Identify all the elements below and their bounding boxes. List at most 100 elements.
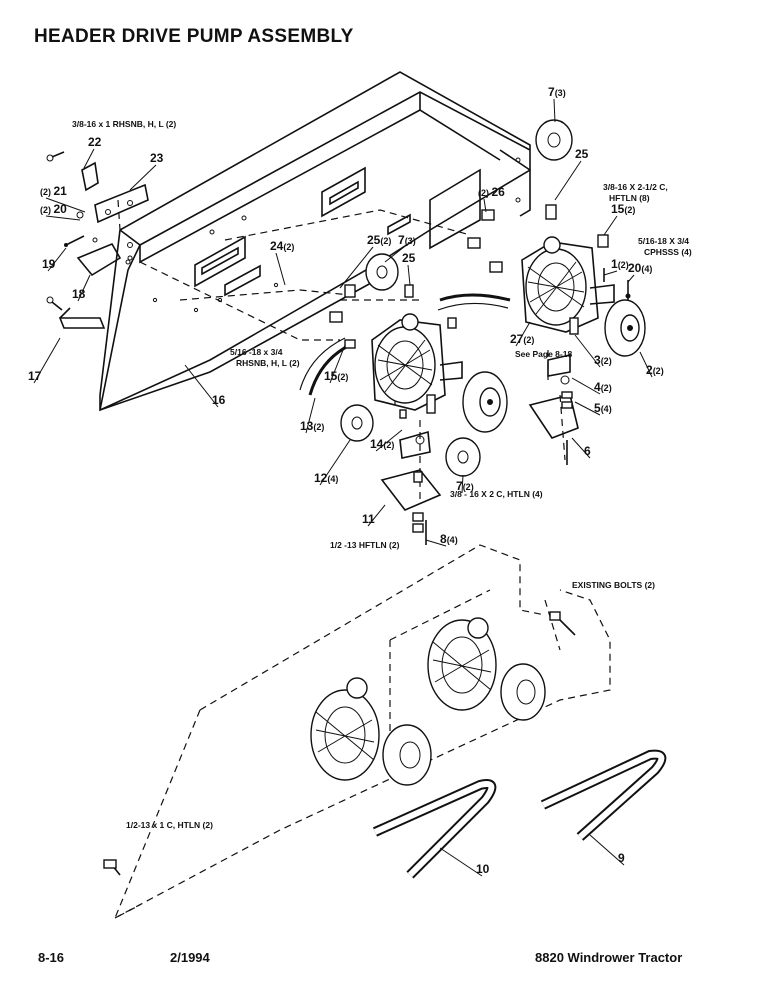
callout-qty: (2) <box>618 260 629 270</box>
leader-line-c23 <box>129 164 157 191</box>
leader-line-c4 <box>571 377 601 395</box>
leader-line-c13 <box>305 397 316 434</box>
hardware-note-n2: 3/8-16 X 2-1/2 C, <box>603 182 668 192</box>
leader-line-c7a <box>553 98 556 123</box>
leader-line-c15b <box>329 344 346 384</box>
callout-c10: 10 <box>476 862 490 876</box>
hardware-note-n1: 3/8-16 x 1 RHSNB, H, L (2) <box>72 119 176 129</box>
hardware-note-n3: CPHSSS (4) <box>644 247 692 257</box>
hardware-note-n7: 1/2 -13 HFTLN (2) <box>330 540 400 550</box>
callout-c25a: 25 <box>575 147 589 161</box>
callout-number: 15 <box>324 369 338 383</box>
hardware-note-n3: 5/16-18 X 3/4 <box>638 236 689 246</box>
callout-qty: (4) <box>601 404 612 414</box>
callout-qty: (2) <box>313 422 324 432</box>
callout-number: 7 <box>456 479 463 493</box>
callout-number: 24 <box>270 239 284 253</box>
callout-number: 6 <box>584 444 591 458</box>
callout-number: 20 <box>54 202 68 216</box>
seal-washers <box>340 119 573 477</box>
callout-number: 21 <box>54 184 68 198</box>
callout-number: 14 <box>370 437 384 451</box>
callout-c23: 23 <box>150 151 164 165</box>
model-name: 8820 Windrower Tractor <box>535 950 683 965</box>
callout-qty: (2) <box>380 236 391 246</box>
callout-c8: 8(4) <box>440 532 458 546</box>
callout-c24: 24(2) <box>270 239 294 253</box>
callout-c27: 27(2) <box>510 332 534 346</box>
leader-line-c22 <box>83 148 95 169</box>
leader-line-c15a <box>603 215 618 236</box>
leader-line-c5 <box>574 401 601 416</box>
leader-line-c27 <box>515 321 531 347</box>
leader-lines <box>33 98 653 877</box>
callout-number: 4 <box>594 380 601 394</box>
callout-qty: (2) <box>478 188 492 198</box>
callout-qty: (2) <box>383 440 394 450</box>
callout-c7a: 7(3) <box>548 85 566 99</box>
callout-number: 5 <box>594 401 601 415</box>
callout-number: 25 <box>575 147 589 161</box>
callout-qty: (3) <box>555 88 566 98</box>
leader-line-c9 <box>589 834 625 866</box>
callout-c7b: 7(3) <box>398 233 416 247</box>
callout-qty: (2) <box>337 372 348 382</box>
leader-line-c7b <box>384 246 405 263</box>
callout-qty: (2) <box>283 242 294 252</box>
callout-number: 26 <box>492 185 506 199</box>
callout-c18: 18 <box>72 287 86 301</box>
page-number: 8-16 <box>38 950 65 965</box>
v-belts <box>372 749 667 879</box>
callout-qty: (2) <box>601 356 612 366</box>
installed-view <box>103 544 611 920</box>
callout-c22: 22 <box>88 135 102 149</box>
hardware-note-n5: See Page 8-18 <box>515 349 572 359</box>
hydraulic-pump-right <box>521 236 615 335</box>
callout-c1: 1(2) <box>611 257 629 271</box>
hardware-note-n6: 3/8 - 16 X 2 C, HTLN (4) <box>450 489 543 499</box>
callout-number: 16 <box>212 393 226 407</box>
callout-qty: (4) <box>327 474 338 484</box>
callout-qty: (4) <box>447 535 458 545</box>
callout-number: 8 <box>440 532 447 546</box>
callout-number: 15 <box>611 202 625 216</box>
callout-number: 13 <box>300 419 314 433</box>
leader-line-c12 <box>319 439 351 486</box>
callout-c11: 11 <box>362 512 375 526</box>
leader-line-c25c <box>407 264 411 286</box>
callout-qty: (2) <box>40 187 54 197</box>
callout-c2: 2(2) <box>646 363 664 377</box>
leader-line-c3 <box>574 334 601 368</box>
callout-number: 3 <box>594 353 601 367</box>
leader-line-c18 <box>77 274 91 302</box>
callout-qty: (3) <box>405 236 416 246</box>
callout-number: 1 <box>611 257 618 271</box>
callout-c13: 13(2) <box>300 419 324 433</box>
leader-line-c20a <box>45 215 81 221</box>
leader-line-c16 <box>184 364 219 408</box>
leader-line-c21 <box>45 197 86 213</box>
callout-c17: 17 <box>28 369 42 383</box>
callout-c7c: 7(2) <box>456 479 474 493</box>
callout-c3: 3(2) <box>594 353 612 367</box>
callout-c25b: 25(2) <box>367 233 391 247</box>
hardware-note-n8: EXISTING BOLTS (2) <box>572 580 655 590</box>
leader-line-c10 <box>439 847 483 877</box>
callout-number: 25 <box>367 233 381 247</box>
callout-qty: (2) <box>653 366 664 376</box>
leader-line-c14 <box>375 429 403 452</box>
callout-number: 2 <box>646 363 653 377</box>
revision-date: 2/1994 <box>170 950 210 965</box>
callout-c20b: 20(4) <box>628 261 652 275</box>
callout-number: 9 <box>618 851 625 865</box>
callout-number: 12 <box>314 471 328 485</box>
callout-c26: (2) 26 <box>478 185 505 199</box>
leader-line-c8 <box>425 539 447 547</box>
callout-qty: (2) <box>601 383 612 393</box>
leader-line-c26 <box>483 198 487 213</box>
hydraulic-pump-left <box>371 313 463 414</box>
callout-c4: 4(2) <box>594 380 612 394</box>
callout-number: 17 <box>28 369 42 383</box>
callout-number: 22 <box>88 135 102 149</box>
callout-number: 27 <box>510 332 524 346</box>
